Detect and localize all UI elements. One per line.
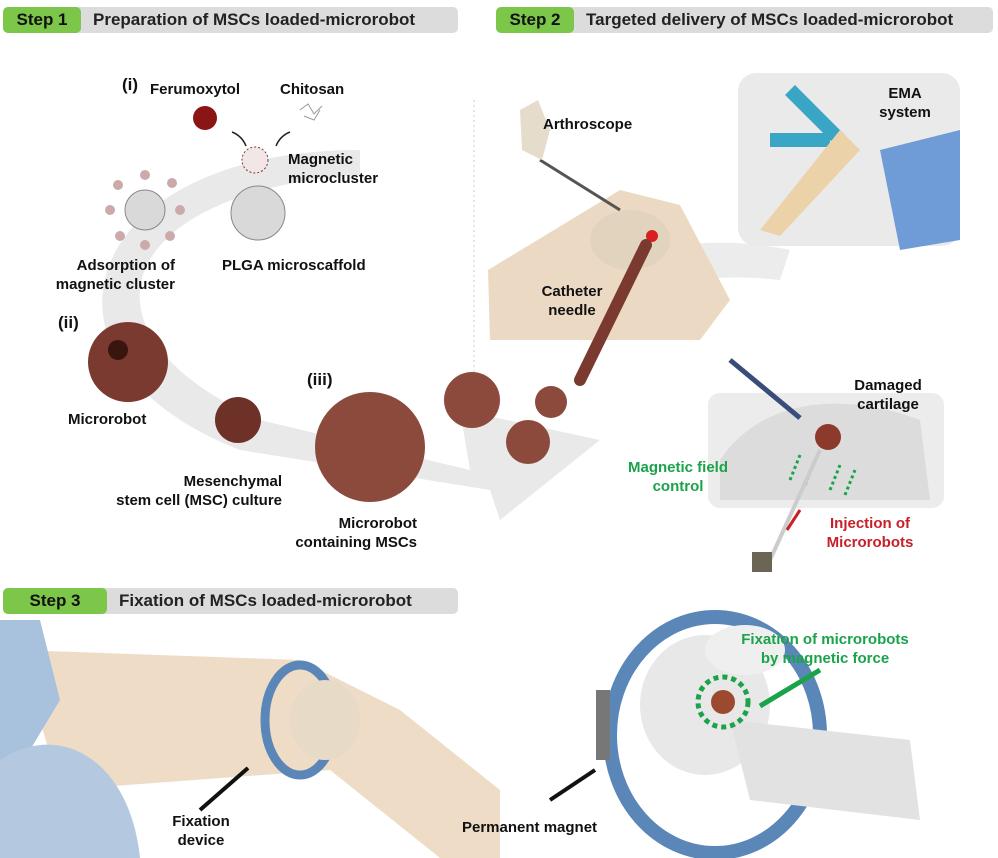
- arrow-to-cluster-left: [231, 131, 247, 147]
- fixed-microrobots: [711, 690, 735, 714]
- label-plga: PLGA microscaffold: [222, 257, 366, 274]
- step2-badge: Step 2: [496, 7, 574, 33]
- catheter-needle-icon: [574, 239, 652, 386]
- injection-needle: [768, 449, 822, 561]
- microrobot-icon: [88, 322, 168, 402]
- fixation-force-arrow: [758, 667, 822, 709]
- step2-title: Targeted delivery of MSCs loaded-microro…: [586, 10, 954, 29]
- step1-header: Step 1 Preparation of MSCs loaded-micror…: [3, 7, 458, 33]
- adsorption-sphere-icon: [124, 189, 166, 231]
- arrow-to-cluster-right: [275, 131, 291, 147]
- microrobot-small-3: [506, 420, 550, 464]
- label-ema-system: EMA system: [879, 85, 931, 121]
- microrobot-small-1: [444, 372, 500, 428]
- leg-step3: [20, 650, 500, 858]
- microrobot-cluster-target: [815, 424, 841, 450]
- plga-scaffold-icon: [230, 185, 286, 241]
- needle-hub: [752, 552, 772, 572]
- arthroscope-shaft: [539, 158, 621, 212]
- step3-badge: Step 3: [3, 588, 107, 614]
- glove-hand: [520, 100, 550, 160]
- tibia-bone: [730, 720, 920, 820]
- bone: [590, 210, 670, 270]
- label-microrobot-msc: Microrobot containing MSCs: [295, 515, 417, 551]
- step3-title: Fixation of MSCs loaded-microrobot: [119, 591, 412, 610]
- step1-title: Preparation of MSCs loaded-microrobot: [93, 10, 416, 29]
- microrobot-small-2: [535, 386, 567, 418]
- permanent-magnet-block: [596, 690, 610, 760]
- label-ferumoxytol: Ferumoxytol: [150, 81, 241, 98]
- label-fixation-device: Fixation device: [172, 813, 230, 849]
- probe-icon: [728, 358, 802, 420]
- magnetic-microcluster-icon: [241, 146, 269, 174]
- label-catheter-needle: Catheter needle: [541, 283, 603, 319]
- label-damaged-cartilage: Damaged cartilage: [854, 377, 922, 413]
- step3-header: Step 3 Fixation of MSCs loaded-microrobo…: [3, 588, 458, 614]
- label-chitosan: Chitosan: [280, 81, 345, 98]
- knee-bone-step3: [290, 680, 360, 760]
- fixation-target-circle: [695, 674, 751, 730]
- marker-iii: (iii): [307, 370, 333, 389]
- leg-icon: [760, 130, 860, 236]
- label-magnetic-microcluster: Magnetic microcluster: [288, 151, 379, 187]
- marker-ii: (ii): [58, 313, 79, 332]
- label-adsorption: Adsorption of magnetic cluster: [55, 257, 175, 293]
- label-msc-culture: Mesenchymal stem cell (MSC) culture: [116, 473, 282, 509]
- msc-culture-icon: [215, 397, 261, 443]
- label-fixation-force: Fixation of microrobots by magnetic forc…: [741, 631, 909, 667]
- fixation-device-arrow: [198, 766, 250, 812]
- label-magnetic-field-control: Magnetic field control: [627, 459, 728, 495]
- patient-body: [880, 130, 960, 250]
- label-permanent-magnet: Permanent magnet: [462, 819, 598, 836]
- label-arthroscope: Arthroscope: [543, 116, 633, 133]
- target-site: [646, 230, 658, 242]
- patella-bone: [705, 625, 785, 675]
- label-microrobot: Microrobot: [68, 411, 147, 428]
- step2-header: Step 2 Targeted delivery of MSCs loaded-…: [496, 7, 993, 33]
- microrobot-msc-icon: [315, 392, 425, 502]
- ferumoxytol-particle: [193, 106, 217, 130]
- chitosan-strand: [299, 103, 323, 121]
- permanent-magnet-arrow: [548, 768, 597, 802]
- marker-i: (i): [122, 75, 139, 94]
- label-injection: Injection of Microrobots: [826, 515, 914, 551]
- injection-arrow: [785, 509, 802, 531]
- step1-badge: Step 1: [3, 7, 81, 33]
